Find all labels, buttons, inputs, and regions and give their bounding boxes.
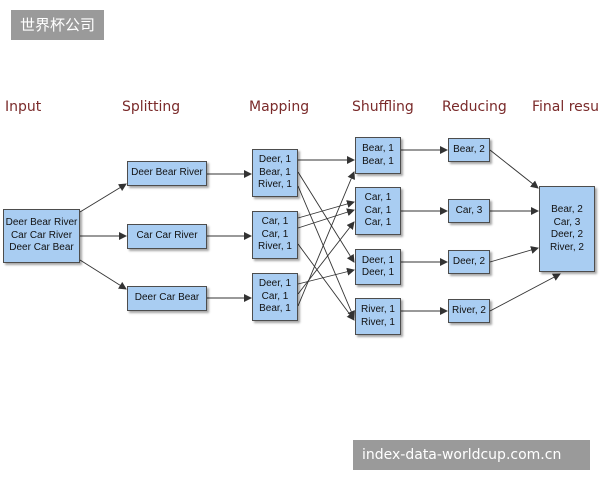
- input-line: Deer Bear River: [5, 217, 78, 229]
- split-box-1: Deer Bear River: [127, 161, 207, 186]
- map-box-3: Deer, 1 Car, 1 Bear, 1: [252, 273, 298, 321]
- split-line: Deer Car Bear: [134, 292, 200, 304]
- arrow-map2-car-a: [297, 200, 355, 219]
- arrow-input-split3: [79, 259, 127, 290]
- input-line: Deer Car Bear: [9, 242, 74, 254]
- final-line: Bear, 2: [551, 204, 583, 215]
- arrow-map3-bear: [297, 171, 355, 307]
- reduce-line: Bear, 2: [453, 143, 485, 155]
- arrow-reduce-deer: [489, 246, 539, 263]
- map-box-2: Car, 1 Car, 1 River, 1: [252, 211, 298, 259]
- arrow-map3-car: [297, 221, 355, 295]
- reduce-line: Deer, 2: [452, 255, 486, 267]
- shuffle-line: Bear, 1: [362, 155, 394, 167]
- final-line: River, 2: [550, 241, 584, 253]
- shuffle-line: River, 1: [361, 316, 395, 328]
- shuffle-box-river: River, 1 River, 1: [355, 298, 401, 335]
- final-line: Deer, 2: [550, 229, 584, 240]
- reduce-box-river: River, 2: [448, 299, 490, 323]
- reduce-line: River, 2: [452, 304, 486, 316]
- shuffle-line: Deer, 1: [361, 267, 395, 278]
- split-line: Car Car River: [136, 230, 198, 242]
- map-line: Bear, 1: [259, 303, 291, 315]
- arrow-map1-deer: [297, 171, 355, 263]
- arrow-reduce-river: [489, 273, 561, 312]
- final-result-box: Bear, 2 Car, 3 Deer, 2 River, 2: [539, 186, 595, 272]
- input-box: Deer Bear River Car Car River Deer Car B…: [3, 209, 80, 263]
- arrow-map2-river: [297, 243, 355, 321]
- final-line: Car, 3: [553, 216, 581, 228]
- split-box-2: Car Car River: [127, 224, 207, 249]
- watermark-bottom: index-data-worldcup.com.cn: [353, 440, 590, 470]
- shuffle-line: Deer, 1: [361, 254, 395, 266]
- map-line: Deer, 1: [258, 278, 292, 290]
- reduce-box-car: Car, 3: [448, 199, 490, 223]
- shuffle-box-deer: Deer, 1 Deer, 1: [355, 249, 401, 285]
- map-line: Bear, 1: [259, 166, 291, 178]
- split-line: Deer Bear River: [131, 167, 203, 179]
- split-box-3: Deer Car Bear: [127, 286, 207, 311]
- shuffle-box-bear: Bear, 1 Bear, 1: [355, 137, 401, 174]
- map-line: Car, 1: [261, 216, 289, 228]
- map-line: River, 1: [258, 179, 292, 191]
- stage-label-reducing: Reducing: [442, 99, 507, 115]
- map-line: Car, 1: [261, 290, 289, 302]
- stage-label-input: Input: [5, 99, 42, 115]
- arrow-map3-deer: [297, 267, 355, 285]
- stage-label-final: Final result: [532, 99, 600, 115]
- arrow-map1-river: [297, 185, 355, 319]
- stage-label-mapping: Mapping: [249, 99, 310, 115]
- input-line: Car Car River: [10, 229, 73, 241]
- reduce-box-deer: Deer, 2: [448, 250, 490, 274]
- map-line: River, 1: [258, 241, 292, 253]
- map-box-1: Deer, 1 Bear, 1 River, 1: [252, 149, 298, 197]
- map-line: Deer, 1: [258, 154, 292, 166]
- watermark-top: 世界杯公司: [11, 10, 105, 40]
- shuffle-line: Car, 1: [364, 204, 392, 216]
- arrow-map2-car-b: [297, 208, 355, 229]
- arrow-reduce-bear: [489, 149, 539, 189]
- shuffle-line: Bear, 1: [362, 143, 394, 154]
- reduce-line: Car, 3: [455, 204, 483, 216]
- shuffle-box-car: Car, 1 Car, 1 Car, 1: [355, 187, 401, 235]
- map-line: Car, 1: [261, 228, 289, 240]
- shuffle-line: River, 1: [361, 304, 395, 315]
- reduce-box-bear: Bear, 2: [448, 138, 490, 162]
- stage-label-shuffling: Shuffling: [352, 99, 414, 115]
- shuffle-line: Car, 1: [364, 217, 392, 229]
- shuffle-line: Car, 1: [364, 192, 392, 204]
- stage-label-splitting: Splitting: [122, 99, 181, 115]
- arrow-input-split1: [79, 183, 127, 213]
